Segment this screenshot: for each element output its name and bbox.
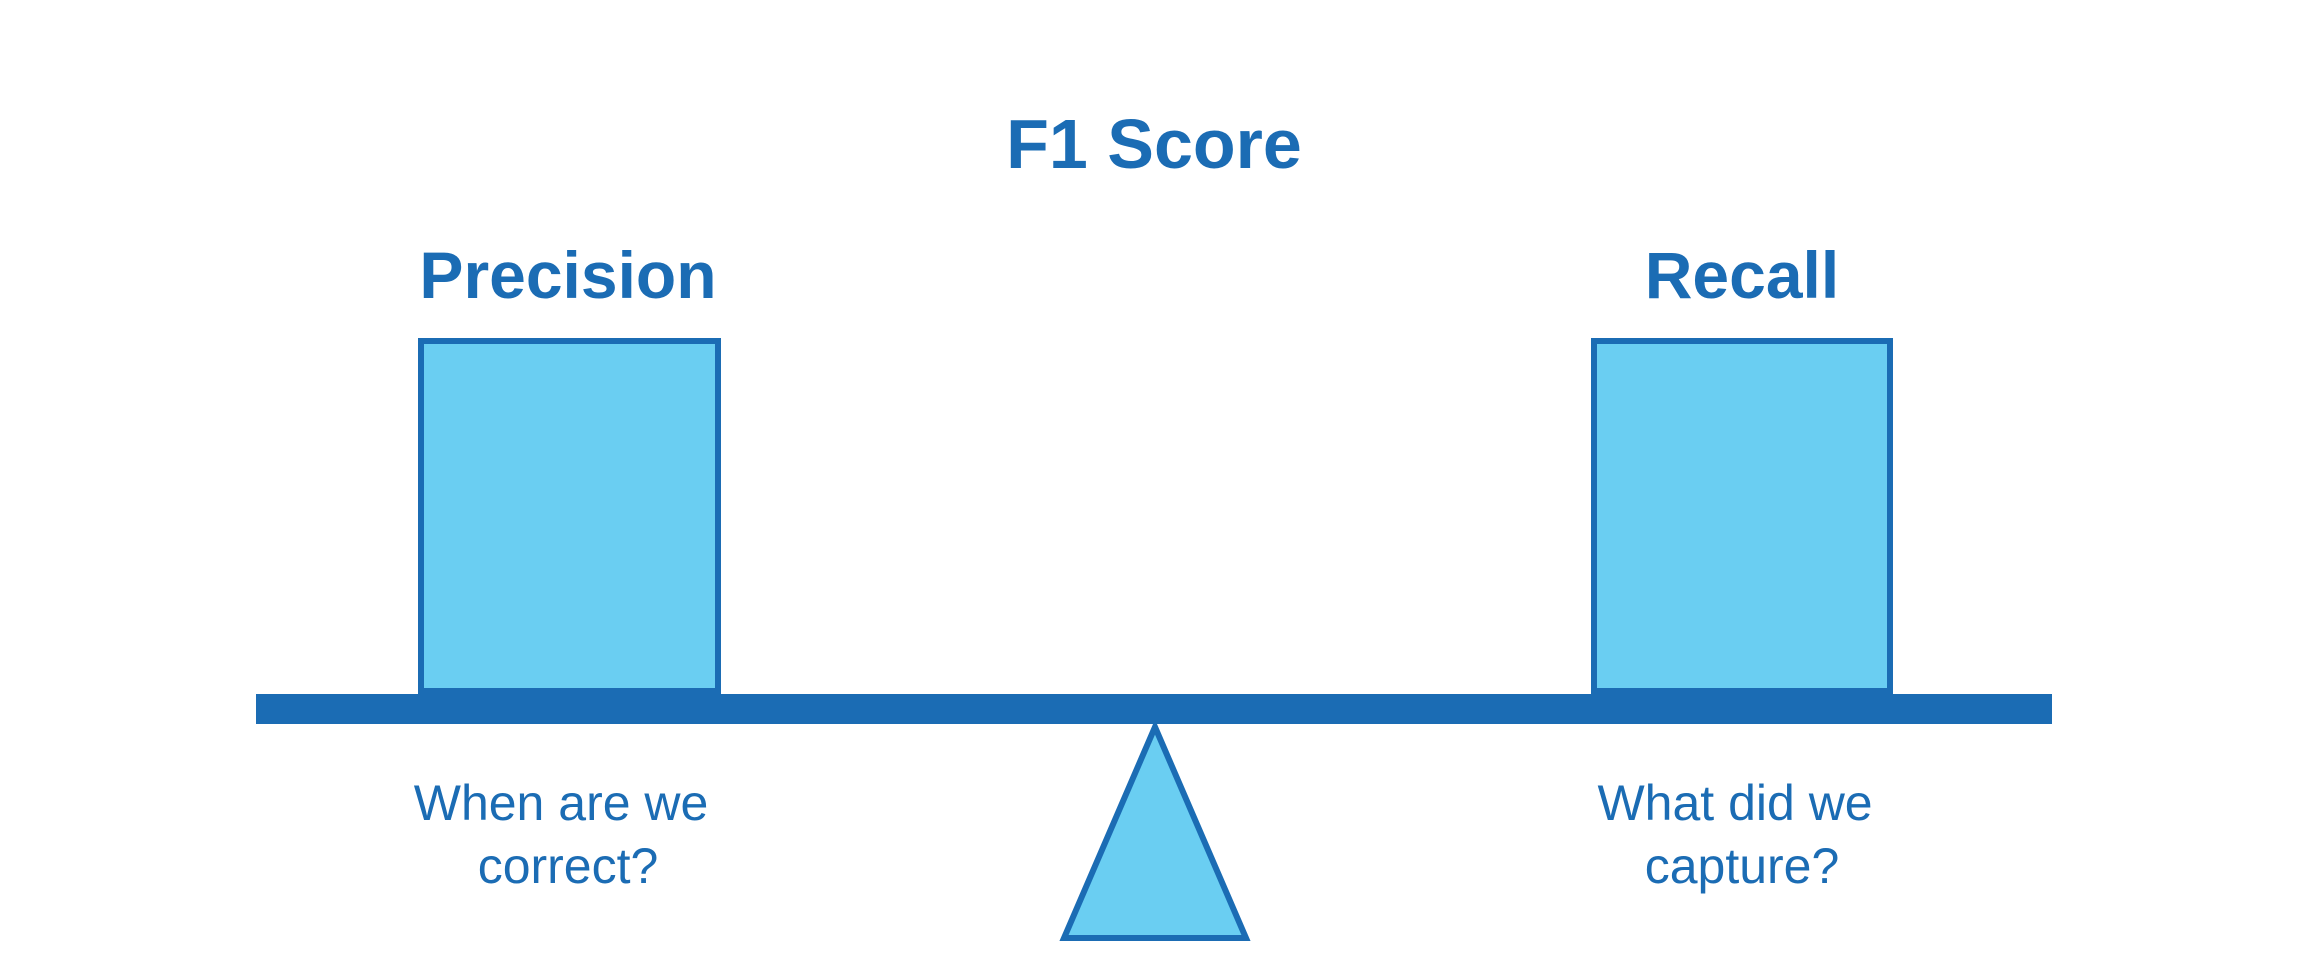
recall-caption-line2: capture? — [1645, 838, 1840, 894]
precision-caption-line2: correct? — [478, 838, 659, 894]
precision-heading: Precision — [419, 238, 716, 312]
recall-caption-line1: What did we — [1597, 775, 1872, 831]
precision-caption: When are we correct? — [414, 775, 723, 894]
recall-heading: Recall — [1645, 238, 1839, 312]
fulcrum-triangle — [1059, 719, 1251, 941]
balance-beam — [256, 694, 2052, 724]
precision-caption-line1: When are we — [414, 775, 709, 831]
diagram-title: F1 Score — [1006, 105, 1302, 183]
precision-block — [418, 338, 721, 694]
recall-block — [1591, 338, 1893, 694]
recall-caption: What did we capture? — [1597, 775, 1886, 894]
